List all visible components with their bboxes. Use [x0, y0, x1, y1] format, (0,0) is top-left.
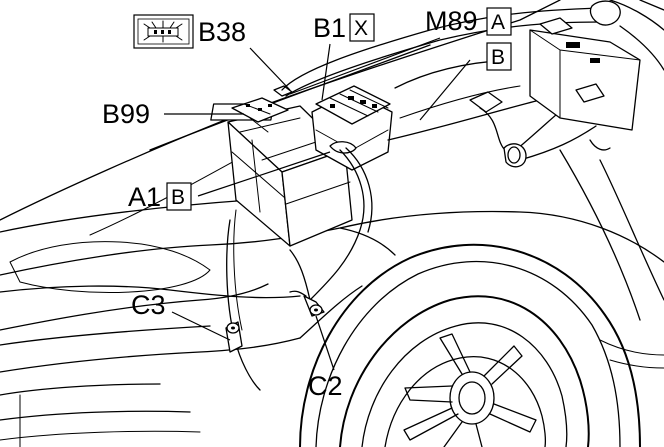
callout-b1-suffix: X — [354, 17, 368, 40]
ground-points — [225, 290, 325, 353]
callout-a1-suffix: B — [171, 186, 185, 209]
leader-a1 — [197, 151, 331, 197]
callout-m89-suffix-box — [486, 7, 512, 36]
leader-c3 — [171, 311, 231, 341]
callout-m89b-suffix-box — [486, 42, 512, 71]
relay-b99 — [231, 85, 293, 123]
callout-labels: B38 B1 X M89 A B B99 A1 B C3 C2 — [102, 6, 512, 401]
callout-m89: M89 — [425, 6, 478, 36]
callout-b1-suffix-box — [349, 13, 375, 42]
leader-m89b — [419, 59, 471, 121]
callout-m89-suffix: A — [491, 11, 505, 34]
callout-b99: B99 — [102, 99, 150, 129]
wiring-harness — [226, 0, 664, 391]
leader-b38 — [249, 47, 291, 91]
callout-c3: C3 — [131, 290, 166, 320]
callout-b1: B1 — [313, 13, 346, 43]
leader-lines — [164, 37, 471, 371]
leader-b1 — [321, 43, 331, 101]
callout-b38: B38 — [198, 17, 246, 47]
callout-c2: C2 — [308, 371, 343, 401]
callout-a1: A1 — [128, 182, 161, 212]
fuse-box-icon — [133, 14, 194, 49]
leader-m89a — [289, 37, 441, 95]
callout-m89b-suffix: B — [491, 46, 505, 69]
leader-c2 — [315, 315, 335, 371]
wheel-assembly — [299, 243, 641, 447]
fuse-box — [311, 85, 393, 171]
callout-a1-suffix-box — [166, 182, 192, 211]
